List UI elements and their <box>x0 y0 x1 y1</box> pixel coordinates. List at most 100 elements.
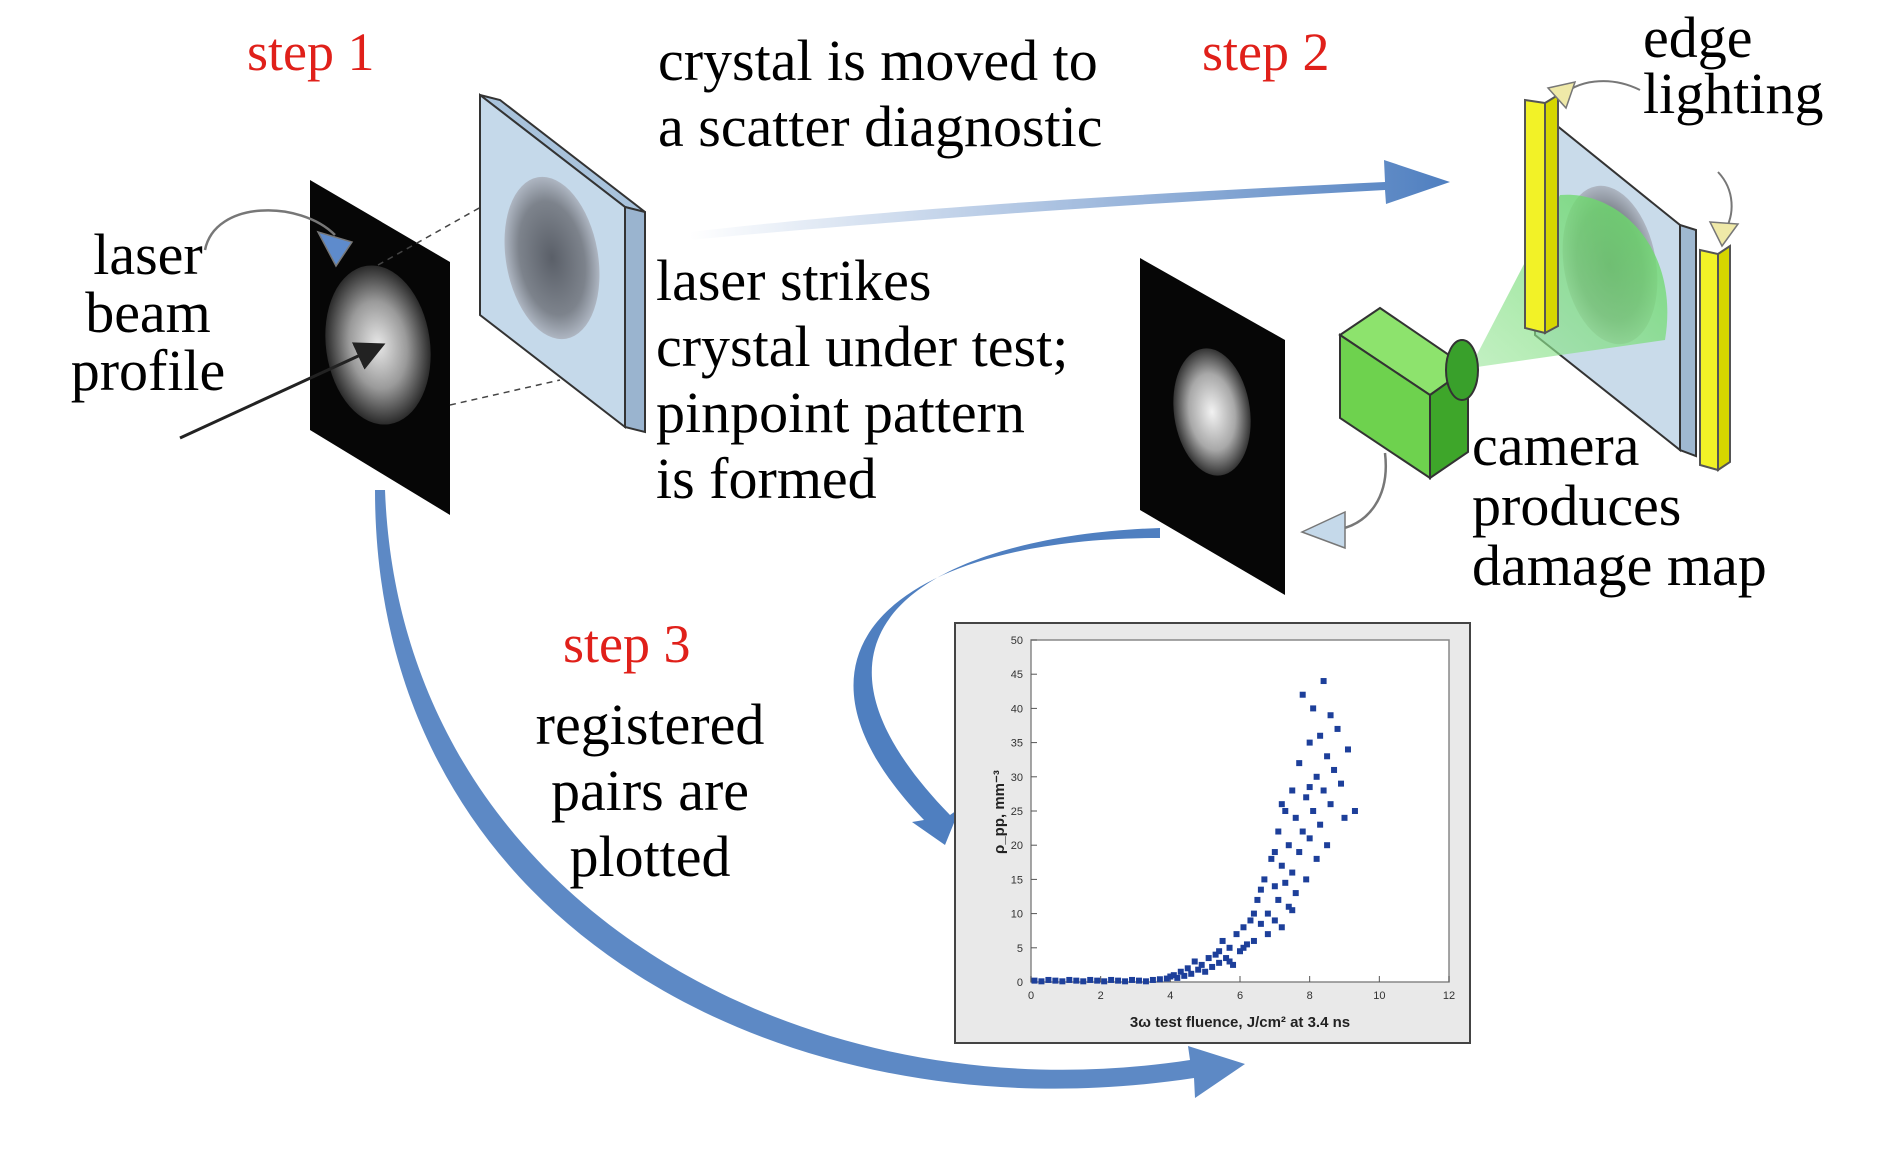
scatter-point <box>1324 753 1331 760</box>
scatter-point <box>1278 924 1285 931</box>
scatter-point <box>1226 958 1233 965</box>
x-tick-label: 0 <box>1028 990 1034 1002</box>
scatter-point <box>1261 876 1268 883</box>
scatter-point <box>1327 712 1334 719</box>
scatter-point <box>1257 886 1264 893</box>
crystal-moved-caption: crystal is moved to a scatter diagnostic <box>658 28 1103 159</box>
y-tick-label: 45 <box>1011 669 1023 681</box>
scatter-point <box>1226 944 1233 951</box>
scatter-point <box>1271 849 1278 856</box>
scatter-point <box>1271 917 1278 924</box>
x-tick-label: 6 <box>1237 990 1243 1002</box>
plot-xlabel: 3ω test fluence, J/cm² at 3.4 ns <box>1130 1014 1350 1031</box>
scatter-point <box>1181 972 1188 979</box>
scatter-point <box>1317 821 1324 828</box>
scatter-point <box>1268 855 1275 862</box>
x-tick-label: 10 <box>1373 990 1385 1002</box>
scatter-point <box>1296 760 1303 767</box>
scatter-point <box>1299 828 1306 835</box>
scatter-point <box>1334 725 1341 732</box>
scatter-point <box>1324 842 1331 849</box>
y-tick-label: 50 <box>1011 635 1023 647</box>
scatter-point <box>1327 801 1334 808</box>
x-tick-label: 12 <box>1443 990 1455 1002</box>
scatter-point <box>1216 959 1223 966</box>
edge-light-bar-right <box>1699 244 1731 472</box>
scatter-point <box>1184 965 1191 972</box>
scatter-point <box>1331 766 1338 773</box>
scatter-point <box>1275 896 1282 903</box>
scatter-point <box>1250 910 1257 917</box>
scatter-point <box>1310 705 1317 712</box>
scatter-point <box>1170 972 1177 979</box>
registered-pairs-caption: registered pairs are plotted <box>535 692 765 889</box>
scatter-point <box>1209 963 1216 970</box>
scatter-point <box>1243 941 1250 948</box>
scatter-point <box>1257 920 1264 927</box>
scatter-point <box>1087 976 1094 983</box>
scatter-point <box>1219 937 1226 944</box>
scatter-point <box>1240 944 1247 951</box>
scatter-point <box>1344 746 1351 753</box>
scatter-point <box>1338 780 1345 787</box>
x-tick-label: 4 <box>1167 990 1173 1002</box>
scatter-point <box>1351 808 1358 814</box>
laser-beam-line <box>179 342 386 440</box>
laser-strikes-caption: laser strikes crystal under test; pinpoi… <box>656 248 1069 511</box>
scatter-point <box>1135 977 1142 984</box>
scatter-point <box>1254 896 1261 903</box>
camera-damage-map-caption: camera produces damage map <box>1472 413 1767 598</box>
scatter-point <box>1142 978 1149 985</box>
scatter-point <box>1306 739 1313 746</box>
plot-ylabel: ρ_pp, mm⁻³ <box>991 770 1008 854</box>
scatter-point <box>1191 958 1198 965</box>
scatter-point <box>1080 978 1087 985</box>
scatter-point <box>1320 787 1327 794</box>
scatter-point <box>1177 968 1184 975</box>
scatter-point <box>1289 869 1296 876</box>
scatter-point <box>1045 976 1052 983</box>
profile-pointer-arrow <box>203 209 336 251</box>
y-tick-label: 20 <box>1011 840 1023 852</box>
scatter-point <box>1275 828 1282 835</box>
step2-label: step 2 <box>1202 22 1330 82</box>
scatter-point <box>1205 955 1212 962</box>
scatter-point <box>1264 931 1271 938</box>
edge-light-bar-left <box>1524 93 1559 335</box>
scatter-point <box>1278 862 1285 869</box>
step1-label: step 1 <box>247 22 375 82</box>
scatter-point <box>1306 835 1313 842</box>
scatter-point <box>1202 968 1209 975</box>
y-tick-label: 30 <box>1011 772 1023 784</box>
scatter-point <box>1223 955 1230 962</box>
scatter-point <box>1317 732 1324 739</box>
scatter-point <box>1149 976 1156 983</box>
scatter-point <box>1156 976 1163 983</box>
scatter-point <box>1303 794 1310 801</box>
scatter-point <box>1250 937 1257 944</box>
y-tick-label: 0 <box>1017 977 1023 989</box>
step3-label: step 3 <box>563 614 691 674</box>
scatter-point <box>1101 978 1108 985</box>
scatter-point <box>1188 970 1195 977</box>
scatter-point <box>1212 951 1219 958</box>
scatter-point <box>1115 977 1122 984</box>
scatter-point <box>1216 948 1223 955</box>
scatter-point <box>1320 678 1327 685</box>
laser-beam-profile-caption: laser beam profile <box>70 222 226 403</box>
x-tick-label: 8 <box>1307 990 1313 1002</box>
y-tick-label: 25 <box>1011 806 1023 818</box>
scatter-point <box>1289 907 1296 914</box>
scatter-point <box>1066 976 1073 983</box>
edge-lighting-caption: edge lighting <box>1643 5 1824 126</box>
scatter-point <box>1306 784 1313 791</box>
scatter-point <box>1292 890 1299 897</box>
scatter-point <box>1292 814 1299 821</box>
scatter-point <box>1247 917 1254 924</box>
scatter-point <box>1282 808 1289 814</box>
camera-light-cone <box>1470 194 1668 368</box>
pinpoint-pattern-plate <box>1140 258 1285 595</box>
scatter-point <box>1233 931 1240 938</box>
scatter-point <box>1195 966 1202 973</box>
